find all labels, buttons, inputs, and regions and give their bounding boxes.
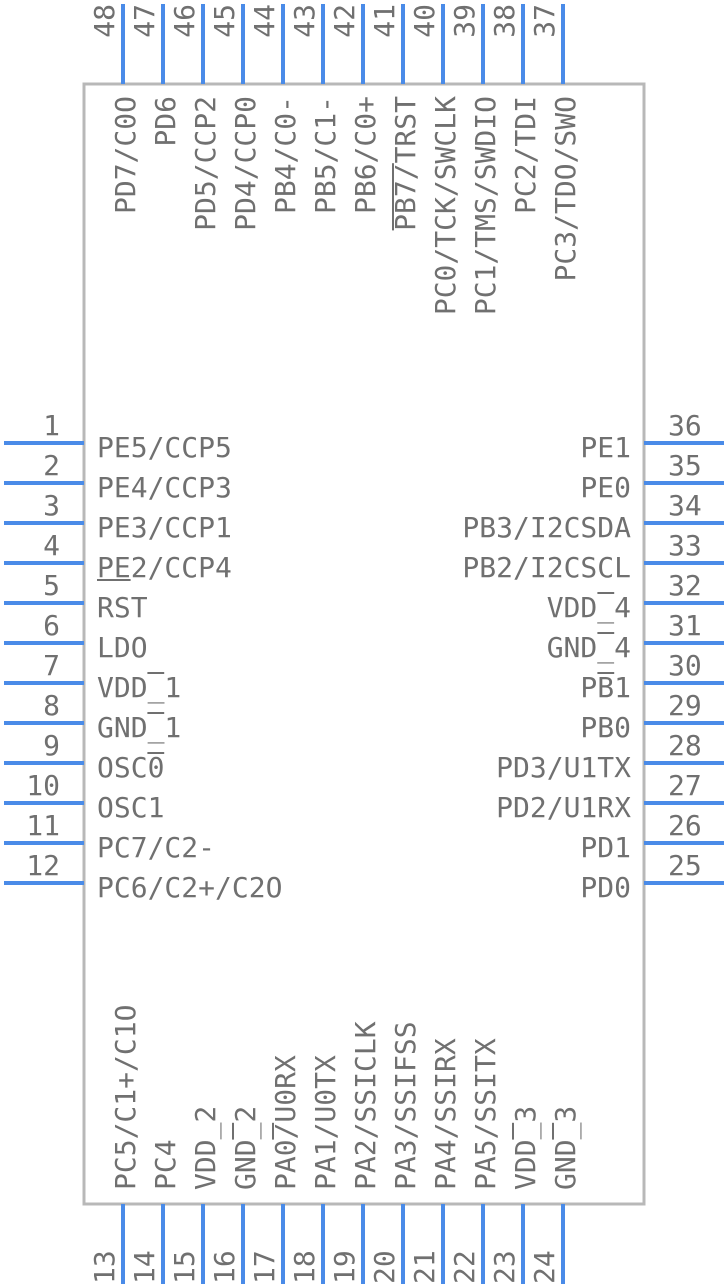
pin-number-21: 21 <box>408 1250 441 1284</box>
pin-number-2: 2 <box>43 449 60 482</box>
pin-label-27: PD2/U1RX <box>496 791 631 824</box>
pin-label-7: VDD_1 <box>97 671 181 705</box>
pin-label-45: PD4/CCP0 <box>229 96 262 231</box>
pin-number-48: 48 <box>88 4 121 38</box>
pin-number-9: 9 <box>43 729 60 762</box>
pin-label-29: PB0 <box>580 711 631 744</box>
pin-number-27: 27 <box>668 769 702 802</box>
pin-number-19: 19 <box>328 1250 361 1284</box>
pin-number-16: 16 <box>208 1250 241 1284</box>
pin-number-44: 44 <box>248 4 281 38</box>
pin-number-31: 31 <box>668 609 702 642</box>
pin-label-21: PA4/SSIRX <box>429 1038 462 1190</box>
pin-label-39: PC1/TMS/SWDIO <box>469 96 502 315</box>
pin-label-42: PB6/C0+ <box>349 96 382 214</box>
pin-label-30: PB1 <box>580 671 631 704</box>
pin-label-36: PE1 <box>580 431 631 464</box>
pin-number-41: 41 <box>368 4 401 38</box>
pin-number-5: 5 <box>43 569 60 602</box>
pin-number-42: 42 <box>328 4 361 38</box>
pin-number-22: 22 <box>448 1250 481 1284</box>
pin-number-12: 12 <box>26 849 60 882</box>
pin-label-11: PC7/C2- <box>97 831 215 864</box>
pin-label-37: PC3/TDO/SWO <box>549 96 582 281</box>
pin-label-24: GND_3 <box>549 1106 583 1190</box>
pin-label-44: PB4/C0- <box>269 96 302 214</box>
pin-number-47: 47 <box>128 4 161 38</box>
pin-number-6: 6 <box>43 609 60 642</box>
pin-number-30: 30 <box>668 649 702 682</box>
pin-number-13: 13 <box>88 1250 121 1284</box>
pin-number-39: 39 <box>448 4 481 38</box>
pin-number-1: 1 <box>43 409 60 442</box>
pin-number-34: 34 <box>668 489 702 522</box>
pin-label-4: PE2/CCP4 <box>97 551 232 584</box>
pin-number-28: 28 <box>668 729 702 762</box>
pin-number-7: 7 <box>43 649 60 682</box>
pin-number-18: 18 <box>288 1250 321 1284</box>
pin-label-41: PB7/TRST <box>389 96 422 231</box>
pin-label-47: PD6 <box>149 96 182 147</box>
pin-number-36: 36 <box>668 409 702 442</box>
pin-label-18: PA1/U0TX <box>309 1055 342 1190</box>
pin-label-32: VDD_4 <box>547 591 631 625</box>
pin-number-33: 33 <box>668 529 702 562</box>
pin-number-37: 37 <box>528 4 561 38</box>
pin-number-35: 35 <box>668 449 702 482</box>
pin-number-11: 11 <box>26 809 60 842</box>
pin-label-34: PB3/I2CSDA <box>462 511 631 544</box>
pin-label-48: PD7/C0O <box>109 96 142 214</box>
pin-label-1: PE5/CCP5 <box>97 431 232 464</box>
pin-number-8: 8 <box>43 689 60 722</box>
pin-number-45: 45 <box>208 4 241 38</box>
pin-number-23: 23 <box>488 1250 521 1284</box>
pin-number-38: 38 <box>488 4 521 38</box>
pin-number-3: 3 <box>43 489 60 522</box>
pin-label-6: LDO <box>97 631 148 664</box>
pin-label-14: PC4 <box>149 1139 182 1190</box>
pin-number-26: 26 <box>668 809 702 842</box>
pin-label-9: OSC0 <box>97 751 164 784</box>
pin-label-38: PC2/TDI <box>509 96 542 214</box>
pin-label-40: PC0/TCK/SWCLK <box>429 96 462 315</box>
pin-label-23: VDD_3 <box>509 1106 543 1190</box>
pin-label-15: VDD_2 <box>189 1106 223 1190</box>
pin-label-20: PA3/SSIFSS <box>389 1021 422 1190</box>
pin-number-15: 15 <box>168 1250 201 1284</box>
pin-label-5: RST <box>97 591 148 624</box>
pin-label-17: PA0/U0RX <box>269 1055 302 1190</box>
pin-label-8: GND_1 <box>97 711 181 745</box>
pin-number-17: 17 <box>248 1250 281 1284</box>
pin-label-28: PD3/U1TX <box>496 751 631 784</box>
pin-number-40: 40 <box>408 4 441 38</box>
pin-label-35: PE0 <box>580 471 631 504</box>
pin-label-13: PC5/C1+/C1O <box>109 1005 142 1190</box>
pin-label-31: GND_4 <box>547 631 631 665</box>
pin-number-25: 25 <box>668 849 702 882</box>
pin-number-32: 32 <box>668 569 702 602</box>
pin-label-22: PA5/SSITX <box>469 1038 502 1190</box>
pin-label-25: PD0 <box>580 871 631 904</box>
pin-number-4: 4 <box>43 529 60 562</box>
pin-number-24: 24 <box>528 1250 561 1284</box>
pin-label-2: PE4/CCP3 <box>97 471 232 504</box>
pin-number-46: 46 <box>168 4 201 38</box>
pin-label-3: PE3/CCP1 <box>97 511 232 544</box>
pin-label-10: OSC1 <box>97 791 164 824</box>
pin-label-33: PB2/I2CSCL <box>462 551 631 584</box>
pin-number-20: 20 <box>368 1250 401 1284</box>
pin-number-14: 14 <box>128 1250 161 1284</box>
pin-number-29: 29 <box>668 689 702 722</box>
pin-number-43: 43 <box>288 4 321 38</box>
pin-label-26: PD1 <box>580 831 631 864</box>
pin-label-19: PA2/SSICLK <box>349 1021 382 1190</box>
pin-label-12: PC6/C2+/C2O <box>97 871 282 904</box>
pin-label-43: PB5/C1- <box>309 96 342 214</box>
pin-number-10: 10 <box>26 769 60 802</box>
pin-label-16: GND_2 <box>229 1106 263 1190</box>
pin-label-46: PD5/CCP2 <box>189 96 222 231</box>
